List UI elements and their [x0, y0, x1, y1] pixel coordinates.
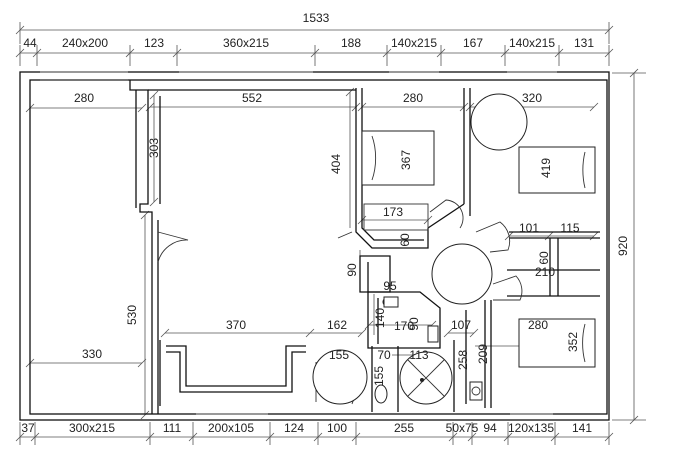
bath-j-label: 209 — [476, 344, 490, 364]
overall-height-label: 920 — [616, 236, 630, 256]
bottom-seg-3: 200x105 — [208, 421, 254, 435]
overall-width-label: 1533 — [303, 11, 330, 25]
wc-width-label: 95 — [383, 279, 397, 293]
bath-e-label: 155 — [329, 348, 349, 362]
round-hall-icon — [431, 243, 493, 305]
top-seg-2: 123 — [144, 36, 164, 50]
top-seg-6: 167 — [463, 36, 483, 50]
bath-a-label: 140 — [373, 308, 387, 328]
bottom-seg-1: 300x215 — [69, 421, 115, 435]
bath-h-label: 113 — [409, 348, 428, 362]
bottom-seg-6: 255 — [394, 421, 414, 435]
corridor-c-label: 60 — [537, 251, 551, 265]
exterior-walls — [19, 70, 610, 421]
bottom-seg-8: 94 — [483, 421, 497, 435]
top-seg-5: 140x215 — [391, 36, 437, 50]
garage-bottom-label: 330 — [82, 347, 102, 361]
interior-walls — [129, 80, 600, 416]
table-icon — [470, 93, 528, 151]
bedroom2-width-label: 320 — [522, 91, 542, 105]
bottom-seg-2: 111 — [163, 421, 182, 435]
bedroom2-bed-label: 419 — [539, 158, 553, 178]
bottom-seg-7: 50x75 — [446, 421, 479, 435]
wc-side-label: 90 — [345, 263, 359, 277]
top-seg-4: 188 — [341, 36, 361, 50]
bath-f-label: 155 — [372, 366, 386, 386]
living-bottom-label: 370 — [226, 318, 246, 332]
top-seg-7: 140x215 — [509, 36, 555, 50]
fixtures — [312, 93, 596, 405]
garage-top-label: 280 — [74, 91, 94, 105]
corridor-b-label: 115 — [560, 221, 579, 235]
top-seg-3: 360x215 — [223, 36, 269, 50]
corridor-a-label: 101 — [519, 221, 539, 235]
bedroom1-side-label: 404 — [329, 154, 343, 174]
bath-c-label: 90 — [407, 317, 421, 331]
bath-g-label: 70 — [377, 348, 391, 362]
garage-side-label: 530 — [125, 305, 139, 325]
bed-icon — [518, 146, 596, 194]
bottom-seg-0: 37 — [21, 421, 35, 435]
bedroom1-closet-label: 173 — [383, 205, 403, 219]
kitchen-width-label: 162 — [327, 318, 347, 332]
corridor-d-label: 210 — [535, 265, 555, 279]
bottom-seg-9: 120x135 — [508, 421, 554, 435]
dimension-text: 1533 44 240x200 123 360x215 188 140x215 … — [21, 11, 630, 435]
bedroom3-width-label: 280 — [528, 318, 548, 332]
bed-icon — [361, 130, 435, 186]
sink-icon — [427, 325, 439, 343]
bath-d-label: 107 — [451, 318, 471, 332]
bottom-seg-10: 141 — [572, 421, 592, 435]
hall-side-label: 303 — [147, 138, 161, 158]
bedroom1-width-label: 280 — [403, 91, 423, 105]
bedroom1-bed-label: 367 — [399, 150, 413, 170]
toilet-icon — [374, 384, 388, 404]
bedroom1-closet-depth-label: 60 — [398, 233, 412, 247]
washer-icon — [469, 381, 483, 401]
top-seg-8: 131 — [574, 36, 594, 50]
bath-b-label: 170 — [394, 319, 414, 333]
door-swing-icon — [157, 231, 189, 263]
living-top-label: 552 — [242, 91, 262, 105]
door-swing-icon — [429, 199, 464, 229]
bath-i-label: 258 — [456, 350, 470, 370]
bedroom3-bed-label: 352 — [566, 332, 580, 352]
bottom-seg-4: 124 — [284, 421, 304, 435]
bottom-seg-5: 100 — [327, 421, 347, 435]
top-seg-1: 240x200 — [62, 36, 108, 50]
table-icon — [312, 349, 368, 405]
door-swing-icon — [475, 221, 511, 253]
top-seg-0: 44 — [23, 36, 37, 50]
door-swing-icon — [492, 275, 523, 301]
